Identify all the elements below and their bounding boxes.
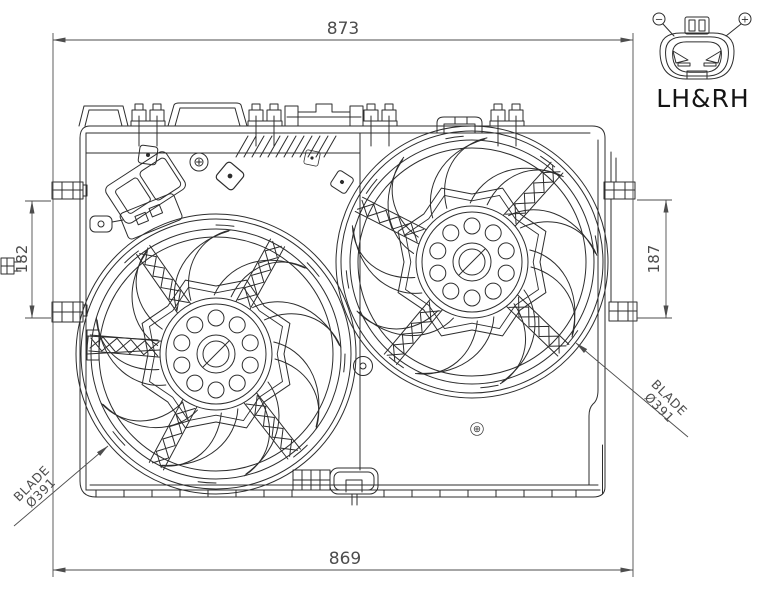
motor-connector-bracket: [105, 151, 186, 240]
right-fan: [335, 125, 609, 399]
dimension-right-height: 187: [637, 199, 672, 319]
tab-curved: [436, 116, 483, 134]
pivot-boss: [353, 356, 373, 376]
right-fan-ring-outer: [335, 125, 609, 399]
frame-outer-outline: [79, 125, 606, 498]
shroud-frame: [79, 125, 606, 506]
terminal-left: [672, 50, 689, 64]
svg-text:+: +: [741, 15, 749, 26]
dim-top-value: 873: [327, 19, 359, 39]
screw-boss-1: [189, 152, 209, 172]
right-fan-blades: [337, 128, 602, 395]
connector-symbol: − + LH&RH: [652, 12, 752, 113]
dimension-top-width: 873: [52, 19, 634, 43]
left-hub-mount-arm: [86, 329, 161, 361]
bottom-mount-bracket: [292, 467, 379, 506]
left-fan-ring-outer: [75, 213, 357, 495]
tab-wide: [167, 102, 248, 127]
connector-key-notch: [686, 70, 708, 80]
plus-terminal-icon: +: [725, 12, 752, 37]
clip-square-4: [329, 169, 355, 195]
clip-square-3: [303, 149, 321, 167]
svg-text:−: −: [655, 15, 663, 26]
screw-boss-2: [470, 422, 484, 436]
dimension-left-height: 182: [13, 200, 51, 319]
top-mounting-tabs: [78, 102, 524, 146]
clip-pair-3: [363, 104, 397, 146]
variant-label: LH&RH: [656, 84, 749, 113]
hatch-area: [235, 135, 337, 158]
small-fittings: [89, 144, 484, 436]
bottom-ribs: [95, 489, 577, 498]
left-margin-plug: [0, 257, 22, 275]
clip-oval: [89, 215, 124, 233]
side-brackets: [0, 151, 638, 323]
dim-right-value: 187: [645, 245, 663, 274]
tab-left: [78, 105, 129, 127]
terminal-right: [705, 50, 722, 64]
clip-pair-1: [131, 104, 165, 146]
dimension-bottom-width: 869: [52, 549, 634, 573]
clip-pair-2: [248, 104, 282, 146]
dim-left-value: 182: [13, 245, 31, 274]
blade-callout-left: BLADE Ø391: [10, 445, 109, 527]
tab-center-bracket: [284, 103, 364, 127]
connector-tab: [684, 16, 710, 35]
left-fan: [75, 213, 357, 495]
minus-terminal-icon: −: [652, 12, 675, 37]
dim-bottom-value: 869: [329, 549, 361, 569]
clip-square-1: [214, 160, 246, 192]
